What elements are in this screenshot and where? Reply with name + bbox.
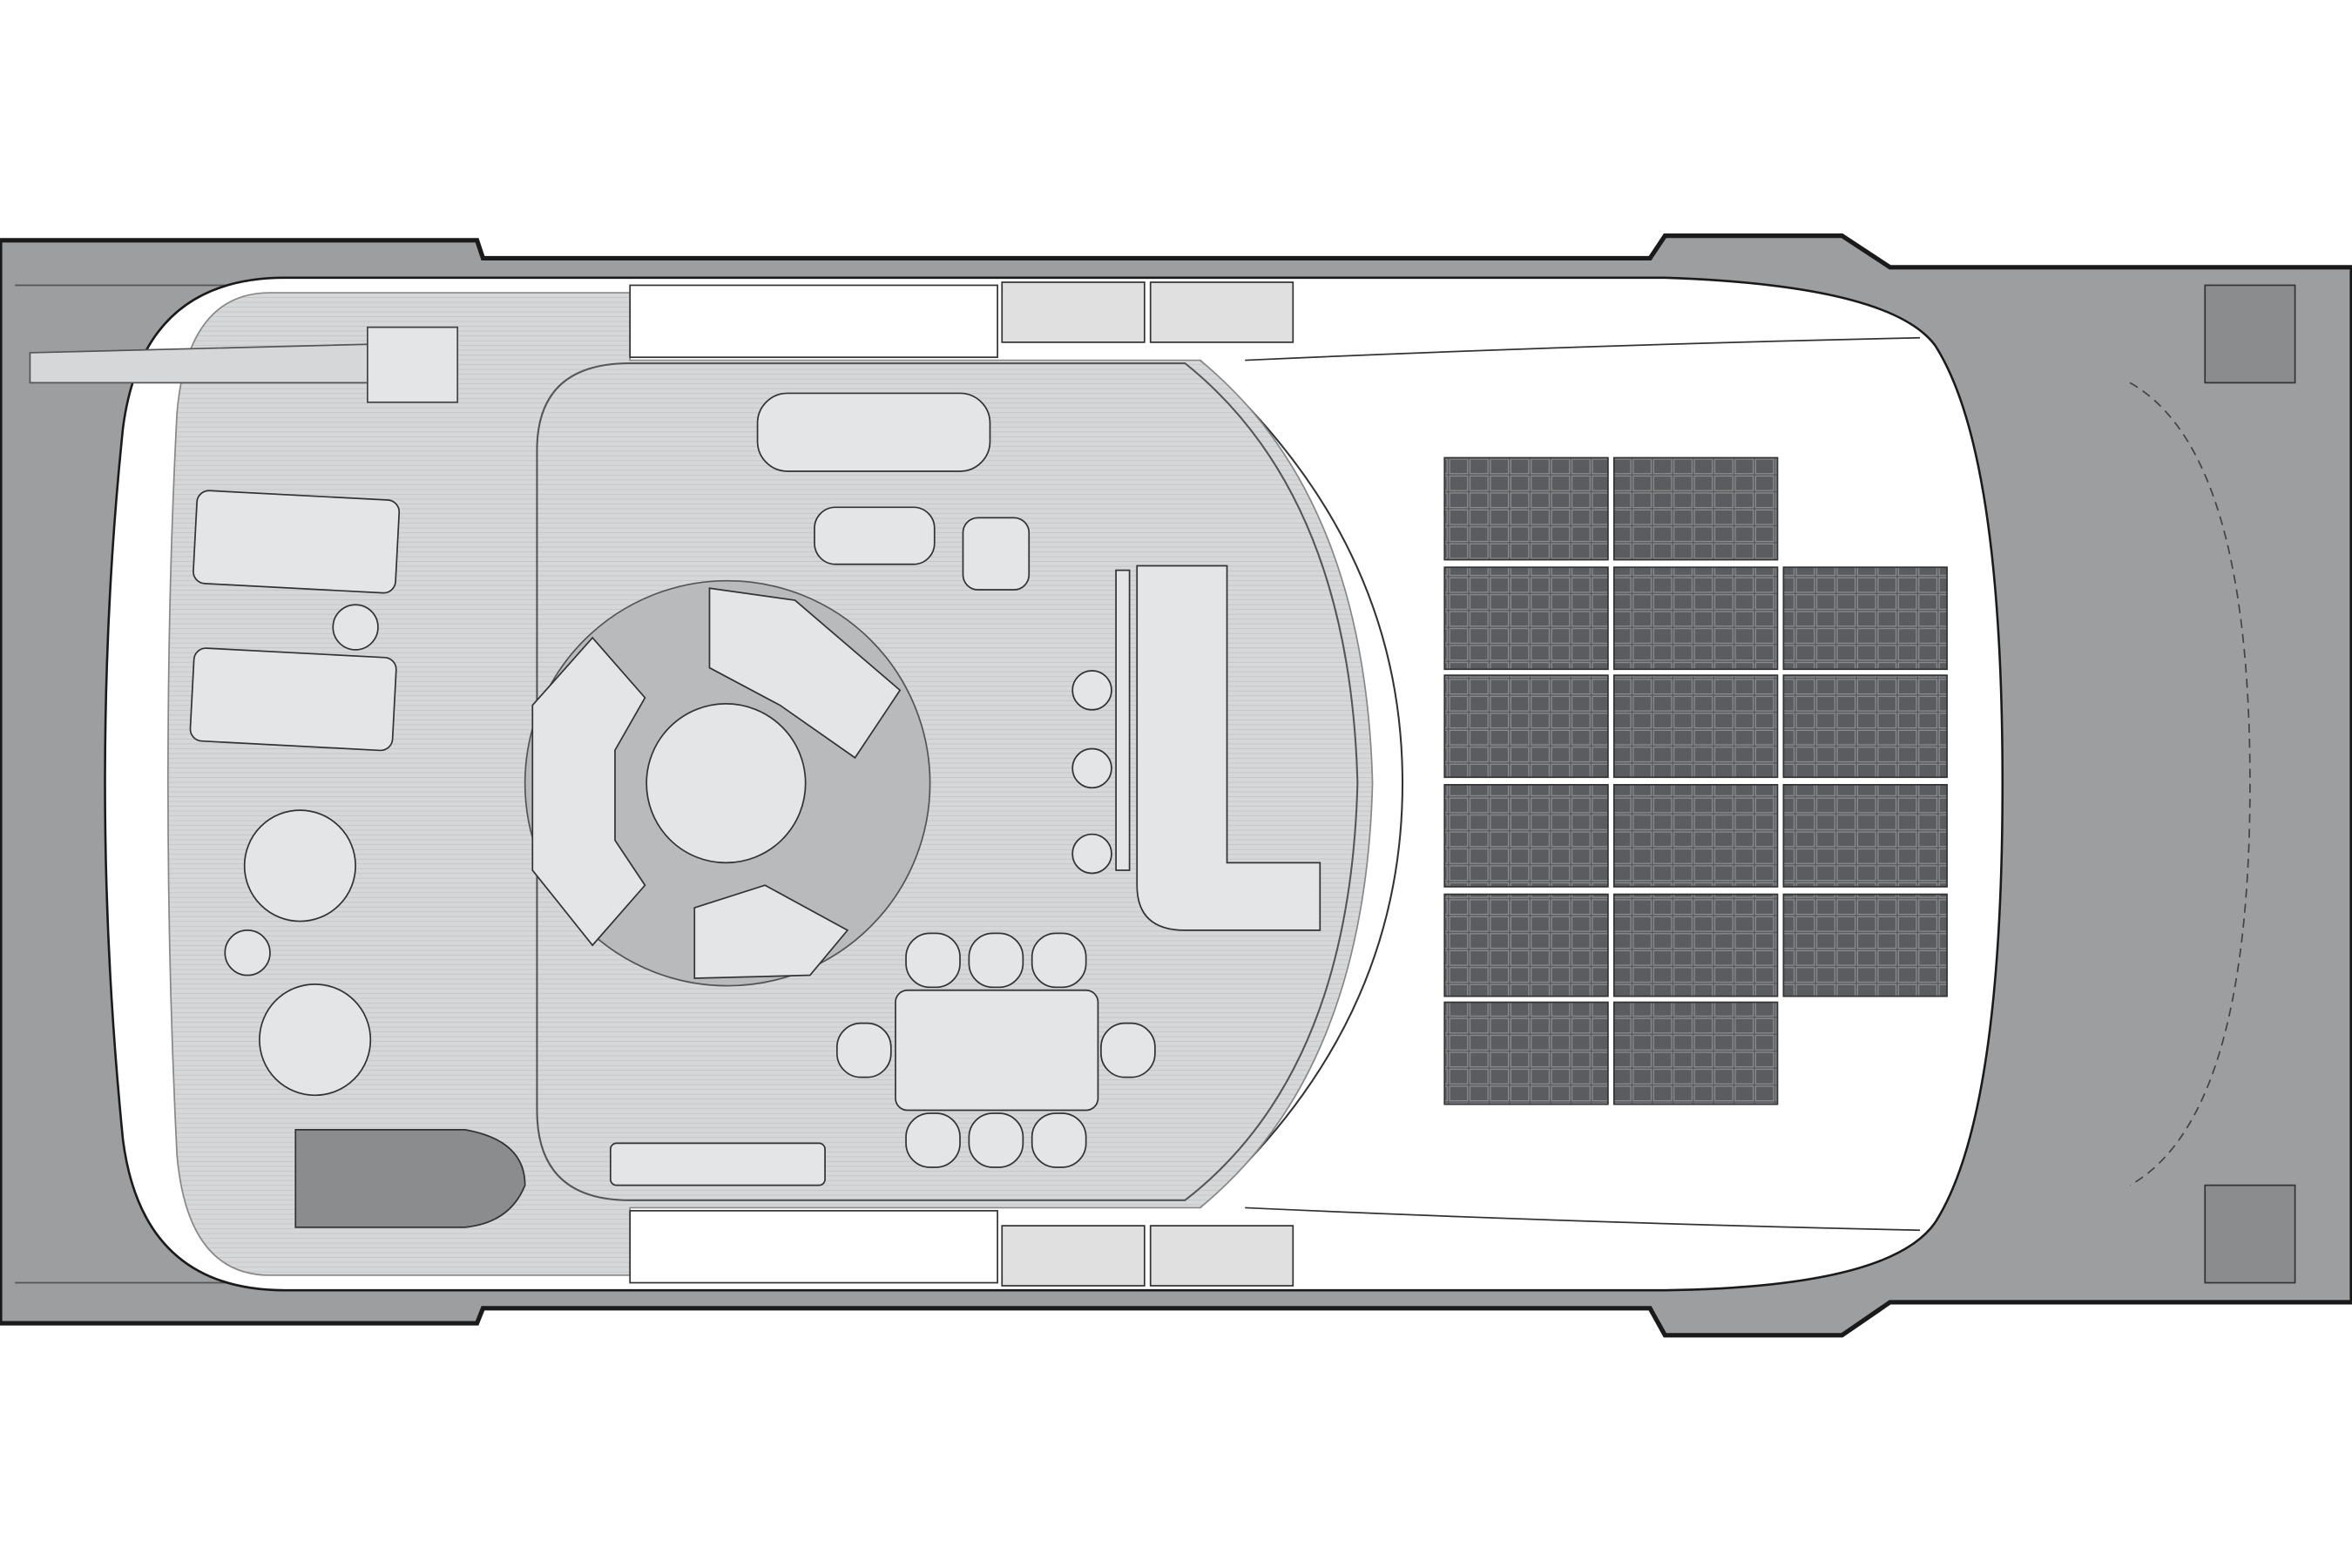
side-table (332, 604, 379, 651)
dining-table (895, 989, 1099, 1112)
solar-panel (1443, 893, 1609, 997)
sofa (756, 392, 991, 472)
solar-panel (1612, 566, 1779, 671)
sunlounger (189, 647, 397, 752)
vent-grille-top-2 (1149, 281, 1294, 343)
solar-panel (1612, 783, 1779, 888)
crane-base (367, 326, 459, 403)
solar-panel (1782, 566, 1948, 671)
bar-stool (1071, 670, 1112, 711)
round-daybed (259, 983, 372, 1097)
foredeck-curve-bottom (1245, 1206, 1921, 1232)
staircase-right-top (2204, 284, 2296, 384)
armchair (962, 517, 1031, 591)
solar-panel (1782, 893, 1948, 997)
bar-stool (1071, 747, 1112, 789)
side-walkway-bottom (629, 1210, 998, 1284)
vent-grille-bottom-2 (1149, 1225, 1294, 1287)
solar-panel (1612, 1001, 1779, 1105)
round-daybed (243, 809, 356, 923)
solar-panel (1443, 674, 1609, 779)
solar-panel (1782, 674, 1948, 779)
bench (609, 1142, 826, 1186)
solar-panel (1443, 1001, 1609, 1105)
solar-panel (1782, 783, 1948, 888)
hardtop-edge (1199, 359, 1404, 1209)
solar-panel-array (1443, 456, 1948, 1105)
solar-panel (1612, 893, 1779, 997)
staircase-right-bottom (2204, 1184, 2296, 1284)
bow-walkway (2129, 382, 2251, 1186)
side-table (224, 929, 271, 977)
side-walkway-top (629, 284, 998, 358)
dining-chairs (835, 932, 1156, 1168)
vent-grille-bottom-1 (1001, 1225, 1146, 1287)
coffee-table (814, 506, 936, 565)
curved-sofa (531, 636, 646, 947)
foredeck-curve-top (1245, 336, 1921, 362)
solar-panel (1612, 674, 1779, 779)
bar-stool (1071, 833, 1112, 875)
staircase (294, 1129, 526, 1228)
round-table (645, 703, 807, 864)
bar-back-counter (1115, 569, 1131, 871)
curved-sofa (693, 884, 849, 979)
solar-panel (1443, 456, 1609, 561)
curved-sofa (708, 587, 902, 760)
inner-lounge-outline (536, 362, 1359, 1201)
solar-panel (1443, 566, 1609, 671)
solar-panel (1443, 783, 1609, 888)
sunlounger (193, 490, 401, 594)
bar-counter (1136, 564, 1321, 931)
solar-panel (1612, 456, 1779, 561)
vent-grille-top-1 (1001, 281, 1146, 343)
